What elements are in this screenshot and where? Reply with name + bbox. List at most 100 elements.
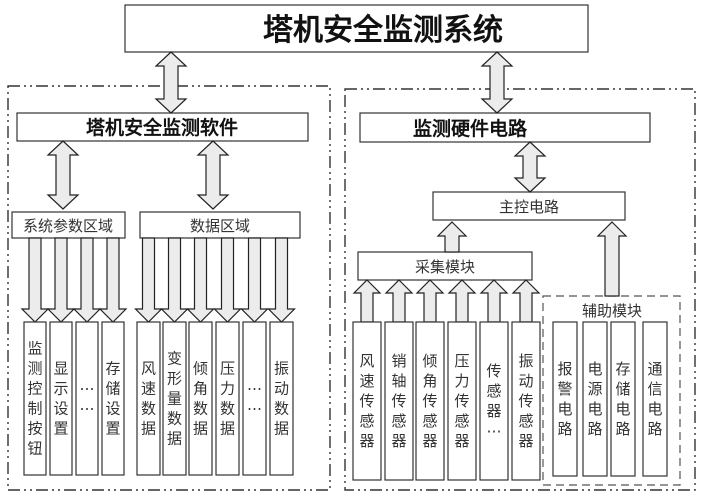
label-char: 信 [647,380,662,398]
hardware-title: 监测硬件电路 [413,117,528,140]
arrow-acquisition-main [436,221,468,253]
label-char: 力 [454,372,469,390]
label-char: 力 [220,380,235,398]
label-char: 储 [105,380,120,398]
data-item-5-box [269,321,294,476]
label-char: 感 [391,412,406,430]
arrow-data-item-3 [213,237,242,323]
arrow-data-item-5 [267,237,296,323]
label-char: 风 [141,360,156,378]
auxiliary-item-2-label: 存储电路 [615,360,630,438]
acquisition-module-box [357,251,533,281]
param-item-3-label: 存储设置 [105,360,120,438]
data-item-5-label: 振动数据 [274,360,289,438]
sensor-1-box [384,321,414,481]
label-char: ⋯ [487,422,502,440]
data-item-2: 倾角数据 [188,321,213,476]
param-area-label: 系统参数区域 [23,217,113,235]
label-char: 传 [359,392,374,410]
label-char: 数 [193,400,208,418]
arrow-data-item-1 [160,237,189,323]
label-char: 制 [27,400,42,418]
label-char: 压 [454,352,469,370]
label-char: 轴 [391,372,406,390]
data-item-4-box [242,321,267,476]
data-area-label: 数据区域 [190,217,250,235]
data-item-0-box [136,321,161,476]
label-char: 通 [647,360,662,378]
label-char: 振 [518,352,533,370]
auxiliary-item-1: 电源电路 [582,321,608,477]
auxiliary-item-3: 通信电路 [642,321,668,477]
label-char: 传 [391,392,406,410]
label-char: 源 [587,380,602,398]
label-char: 路 [557,420,572,438]
system-title: 塔机安全监测系统 [263,13,503,48]
label-char: 传 [422,392,437,410]
label-char: 器 [454,432,469,450]
label-char: 量 [167,390,182,408]
auxiliary-module-label: 辅助模块 [582,302,642,320]
label-char: 设 [53,400,68,418]
label-char: 形 [167,370,182,388]
arrow-param-item-1 [46,237,76,323]
label-char: 数 [274,400,289,418]
param-item-2-label: ⋯⋯ [80,380,95,418]
software-title: 塔机安全监测软件 [86,116,238,139]
arrow-sensor-5 [511,279,541,323]
sensor-5-box [511,321,541,481]
arrow-sensor-3 [447,279,477,323]
label-char: 储 [615,380,630,398]
param-item-0-box [23,321,47,476]
connector-arrows [20,51,628,323]
data-item-5: 振动数据 [269,321,294,476]
param-area-box [11,211,126,239]
auxiliary-item-3-label: 通信电路 [647,360,662,438]
label-char: 钮 [27,440,42,458]
param-item-1-box [49,321,73,476]
software-group-border [7,85,331,491]
label-char: 监 [27,340,42,358]
sensor-3: 压力传感器 [447,321,477,481]
main-control-box [432,191,626,221]
label-char: 感 [518,412,533,430]
sensor-3-label: 压力传感器 [454,352,469,450]
label-char: 按 [27,420,42,438]
param-item-0: 监测控制按钮 [23,321,47,476]
arrow-sensor-1 [384,279,414,323]
label-char: 感 [422,412,437,430]
hardware-group-border [344,88,696,491]
auxiliary-item-0-label: 报警电路 [557,360,572,438]
label-char: 器 [486,402,501,420]
label-char: 风 [359,352,374,370]
label-char: 据 [274,420,289,438]
item-columns: 监测控制按钮显示设置⋯⋯存储设置风速数据变形量数据倾角数据压力数据⋯⋯振动数据风… [23,321,668,481]
sensor-1: 销轴传感器 [384,321,414,481]
label-char: 感 [486,382,501,400]
label-char: 动 [518,372,533,390]
label-char: 传 [454,392,469,410]
label-char: 路 [587,420,602,438]
label-char: 据 [167,430,182,448]
data-item-3-box [215,321,240,476]
main-control-label: 主控电路 [499,198,559,216]
label-char: ⋯ [247,380,262,398]
arrow-param-item-2 [72,237,102,323]
label-char: 倾 [193,360,208,378]
hardware-title-box [359,112,651,143]
label-char: 电 [647,400,662,418]
data-area-box [139,211,301,239]
label-char: 数 [220,400,235,418]
system-title-box [124,4,589,53]
param-item-2-box [75,321,99,476]
label-char: 速 [359,372,374,390]
label-char: 路 [615,420,630,438]
param-item-3-box [101,321,125,476]
label-char: 感 [454,412,469,430]
data-item-0-label: 风速数据 [141,360,156,438]
data-item-4-label: ⋯⋯ [247,380,262,418]
arrow-sensor-0 [352,279,382,323]
sensor-2-box [415,321,445,481]
sensor-4-box [479,321,509,481]
label-char: 传 [486,362,501,380]
